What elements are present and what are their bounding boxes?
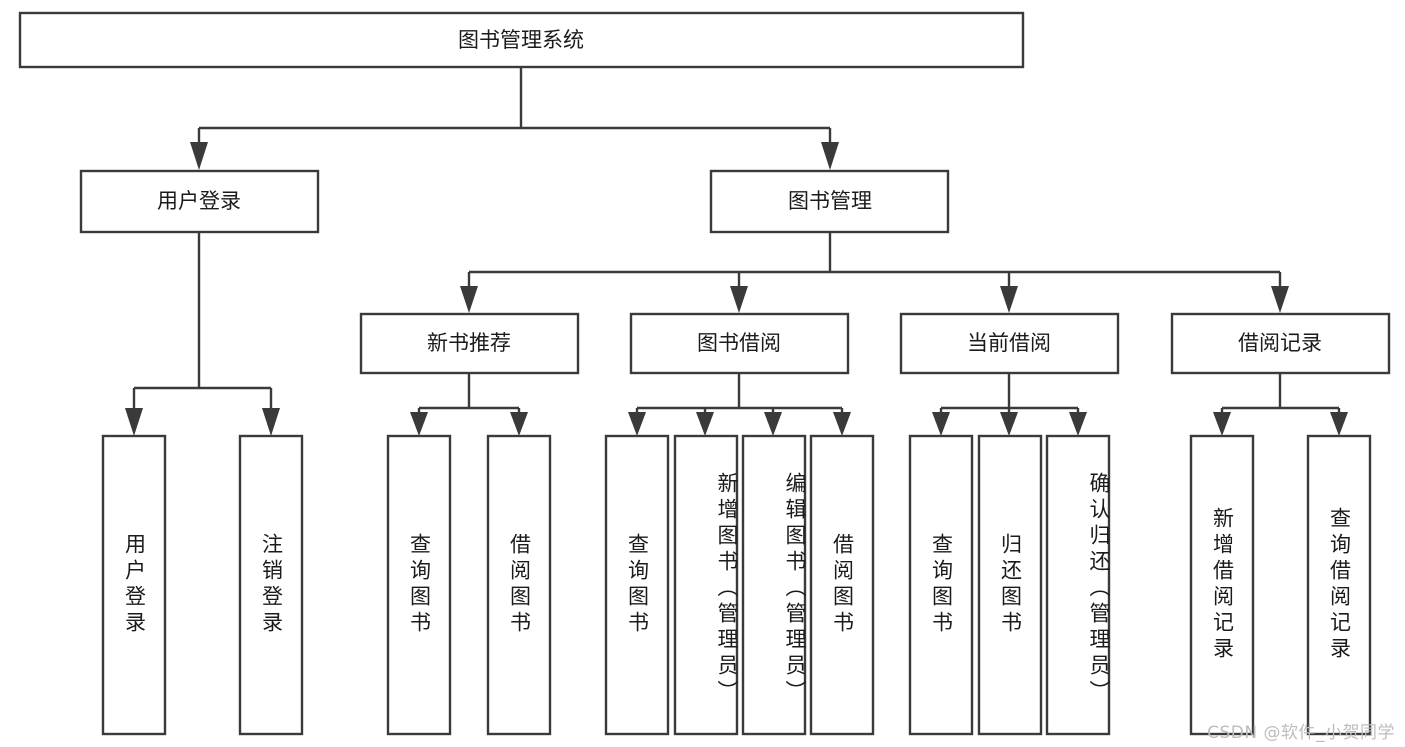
- leaf-box-cb-1[interactable]: [908, 434, 974, 736]
- arrow-head-leaf-cb-3: [1069, 412, 1087, 436]
- node-root[interactable]: 图书管理系统: [18, 11, 1025, 69]
- node-new-book-recommend-label: 新书推荐: [427, 331, 511, 355]
- leaf-box-cb-2[interactable]: [977, 434, 1043, 736]
- node-new-book-recommend[interactable]: 新书推荐: [359, 312, 580, 375]
- arrow-head-leaf-cb-2: [1000, 412, 1018, 436]
- node-borrow-record-box[interactable]: [1170, 312, 1391, 375]
- node-current-borrow-label: 当前借阅: [967, 331, 1051, 355]
- leaf-box-bb-3[interactable]: [741, 434, 807, 736]
- node-user-login-label: 用户登录: [157, 189, 241, 213]
- arrow-head-leaf-user-login-1: [125, 408, 143, 436]
- leaf-box-br-1[interactable]: [1189, 434, 1255, 736]
- csdn-watermark: CSDN @软件_小贺同学: [1207, 723, 1395, 743]
- leaf-box-bb-4[interactable]: [809, 434, 875, 736]
- leaf-box-user-login-1[interactable]: [101, 434, 167, 736]
- node-user-login[interactable]: 用户登录: [79, 169, 320, 234]
- arrow-head-current-borrow: [1000, 286, 1018, 313]
- leaf-box-bb-2[interactable]: [673, 434, 739, 736]
- leaf-box-nbr-2[interactable]: [486, 434, 552, 736]
- node-book-borrow-box[interactable]: [629, 312, 850, 375]
- node-root-box[interactable]: [18, 11, 1025, 69]
- node-current-borrow-box[interactable]: [899, 312, 1120, 375]
- node-book-borrow[interactable]: 图书借阅: [629, 312, 850, 375]
- node-borrow-record-label: 借阅记录: [1238, 331, 1322, 355]
- arrow-head-leaf-nbr-1: [410, 412, 428, 436]
- node-book-manage-label: 图书管理: [788, 189, 872, 213]
- arrow-head-borrow-record: [1271, 286, 1289, 313]
- arrow-head-book-borrow: [730, 286, 748, 313]
- leaf-box-br-2[interactable]: [1306, 434, 1372, 736]
- arrow-head-leaf-br-2: [1330, 412, 1348, 436]
- node-borrow-record[interactable]: 借阅记录: [1170, 312, 1391, 375]
- arrow-head-leaf-bb-2: [696, 412, 714, 436]
- arrow-head-leaf-br-1: [1213, 412, 1231, 436]
- leaf-box-user-login-2[interactable]: [238, 434, 304, 736]
- node-current-borrow[interactable]: 当前借阅: [899, 312, 1120, 375]
- arrow-head-book-manage: [821, 142, 839, 170]
- arrow-head-leaf-bb-4: [833, 412, 851, 436]
- arrow-head-leaf-nbr-2: [510, 412, 528, 436]
- leaf-box-bb-1[interactable]: [604, 434, 670, 736]
- arrow-head-user-login: [190, 142, 208, 170]
- arrow-head-leaf-bb-3: [764, 412, 782, 436]
- node-book-borrow-label: 图书借阅: [697, 331, 781, 355]
- arrow-head-leaf-bb-1: [628, 412, 646, 436]
- node-root-label: 图书管理系统: [458, 28, 584, 52]
- leaf-box-cb-3[interactable]: [1045, 434, 1111, 736]
- arrow-head-leaf-cb-1: [932, 412, 950, 436]
- arrow-head-new-book-recommend: [460, 286, 478, 313]
- node-book-manage-box[interactable]: [709, 169, 950, 234]
- arrow-head-leaf-user-login-2: [262, 408, 280, 436]
- node-book-manage[interactable]: 图书管理: [709, 169, 950, 234]
- leaf-box-nbr-1[interactable]: [386, 434, 452, 736]
- node-new-book-recommend-box[interactable]: [359, 312, 580, 375]
